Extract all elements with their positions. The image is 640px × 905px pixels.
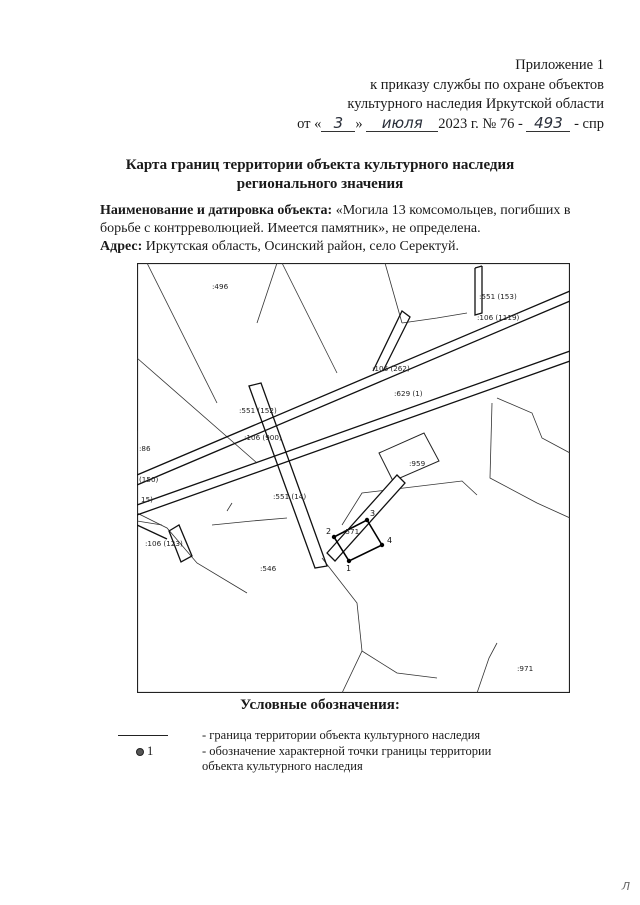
parcel-line	[226, 502, 233, 512]
legend-text-boundary: - граница территории объекта культурного…	[202, 728, 481, 742]
corner-handwritten-mark: Л	[621, 880, 630, 893]
object-name-value: «Могила 13 комсомольцев, погибших в борь…	[100, 203, 571, 236]
parcel-label: :629 (1)	[394, 389, 423, 398]
boundary-point-4	[379, 542, 385, 548]
road-strips	[137, 265, 570, 569]
parcel-line	[489, 402, 570, 519]
parcel-labels: :496 :551 (153) :106 (1119) :106 (262) :…	[139, 282, 533, 673]
appendix-line-2: к приказу службы по охране объектов	[370, 76, 604, 93]
handwritten-day: 3	[321, 115, 356, 132]
legend-item-boundary: - граница территории объекта культурного…	[110, 728, 550, 743]
parcel-line	[476, 642, 498, 693]
title-line-2: регионального значения	[236, 176, 404, 192]
map-svg: 1 2 3 4 :496 :551 (153) :106 (1119) :106…	[137, 263, 570, 693]
date-quote-close: »	[355, 115, 363, 132]
road-edge	[372, 310, 411, 372]
parcel-line	[401, 312, 468, 324]
legend-symbol-line	[110, 728, 190, 743]
road-edge	[137, 290, 570, 476]
parcel-label: :959	[409, 459, 426, 468]
parcel-line	[341, 480, 478, 526]
object-address-value: Иркутская область, Осинский район, село …	[145, 239, 459, 254]
point-dot-icon	[136, 748, 144, 756]
object-name-label: Наименование и датировка объекта:	[100, 203, 333, 218]
parcel-line	[137, 357, 258, 464]
point-label-2: 2	[326, 527, 331, 536]
road-edge	[137, 524, 168, 540]
title-line-1: Карта границ территории объекта культурн…	[125, 157, 515, 173]
point-label-4: 4	[387, 536, 392, 545]
road-edge	[137, 350, 570, 506]
road-edge	[474, 265, 483, 269]
appendix-line-1: Приложение 1	[515, 57, 604, 73]
parcel-line	[137, 520, 163, 526]
point-numbers: 1 2 3 4	[326, 509, 392, 573]
road-edge	[248, 382, 328, 569]
parcel-line	[496, 397, 570, 454]
road-edge	[168, 524, 193, 563]
parcel-label: :496	[212, 282, 229, 291]
appendix-line-3: культурного наследия Иркутской области	[347, 96, 604, 112]
parcel-line	[361, 650, 438, 679]
parcel-line	[137, 431, 248, 594]
object-description: Наименование и датировка объекта: «Могил…	[100, 202, 606, 256]
parcel-label: 15)	[141, 495, 153, 504]
point-label-3: 3	[370, 509, 375, 518]
parcel-label: :106 (900)	[244, 433, 282, 442]
boundary-point-1	[346, 558, 352, 564]
parcel-line	[146, 263, 218, 404]
map-frame	[137, 263, 570, 693]
boundary-point-2	[331, 534, 337, 540]
handwritten-number: 493	[526, 115, 571, 132]
handwritten-month: июля	[366, 115, 439, 132]
parcel-line	[211, 517, 288, 526]
diagonal-object	[326, 474, 406, 562]
parcel-line	[256, 263, 278, 324]
boundary-points	[331, 517, 385, 564]
document-title: Карта границ территории объекта культурн…	[0, 156, 640, 194]
order-suffix: - спр	[574, 115, 604, 132]
parcel-label: :551 (153)	[479, 292, 517, 301]
object-address-paragraph: Адрес: Иркутская область, Осинский район…	[100, 238, 606, 256]
legend-text-point: - обозначение характерной точки границы …	[202, 744, 492, 773]
object-address-label: Адрес:	[100, 239, 143, 254]
point-label-1: 1	[346, 564, 351, 573]
parcel-lines	[137, 263, 570, 693]
parcel-label: :546	[260, 564, 277, 573]
parcel-label: :971	[517, 664, 533, 673]
date-year-number: 2023 г. № 76 -	[438, 115, 523, 132]
cadastral-map: 1 2 3 4 :496 :551 (153) :106 (1119) :106…	[137, 263, 570, 693]
legend-symbol-point: 1	[110, 744, 190, 759]
legend-item-point: 1 - обозначение характерной точки границ…	[110, 744, 550, 776]
legend-point-number: 1	[147, 744, 154, 758]
date-prefix: от «	[297, 115, 322, 132]
appendix-header: Приложение 1 к приказу службы по охране …	[297, 56, 604, 134]
parcel-label: :106 (262)	[372, 364, 410, 373]
parcel-line	[281, 263, 338, 374]
parcel-label: (150)	[139, 475, 159, 484]
parcel-line	[321, 557, 363, 693]
building-959	[378, 432, 440, 482]
road-edge	[137, 300, 570, 486]
object-name-paragraph: Наименование и датировка объекта: «Могил…	[100, 202, 606, 238]
boundary-line-sample	[118, 735, 168, 736]
parcel-label: :571	[343, 527, 359, 536]
parcel-label: :86	[139, 444, 151, 453]
parcel-label: :106 (1119)	[477, 313, 520, 322]
road-edge	[137, 360, 570, 516]
parcel-label: :106 (123)	[145, 539, 183, 548]
parcel-label: :551 (152)	[239, 406, 277, 415]
road-edge	[474, 266, 483, 316]
legend-title: Условные обозначения:	[240, 697, 400, 713]
parcel-line	[384, 263, 403, 324]
boundary-point-3	[364, 517, 370, 523]
parcel-label: :551 (14)	[273, 492, 306, 501]
